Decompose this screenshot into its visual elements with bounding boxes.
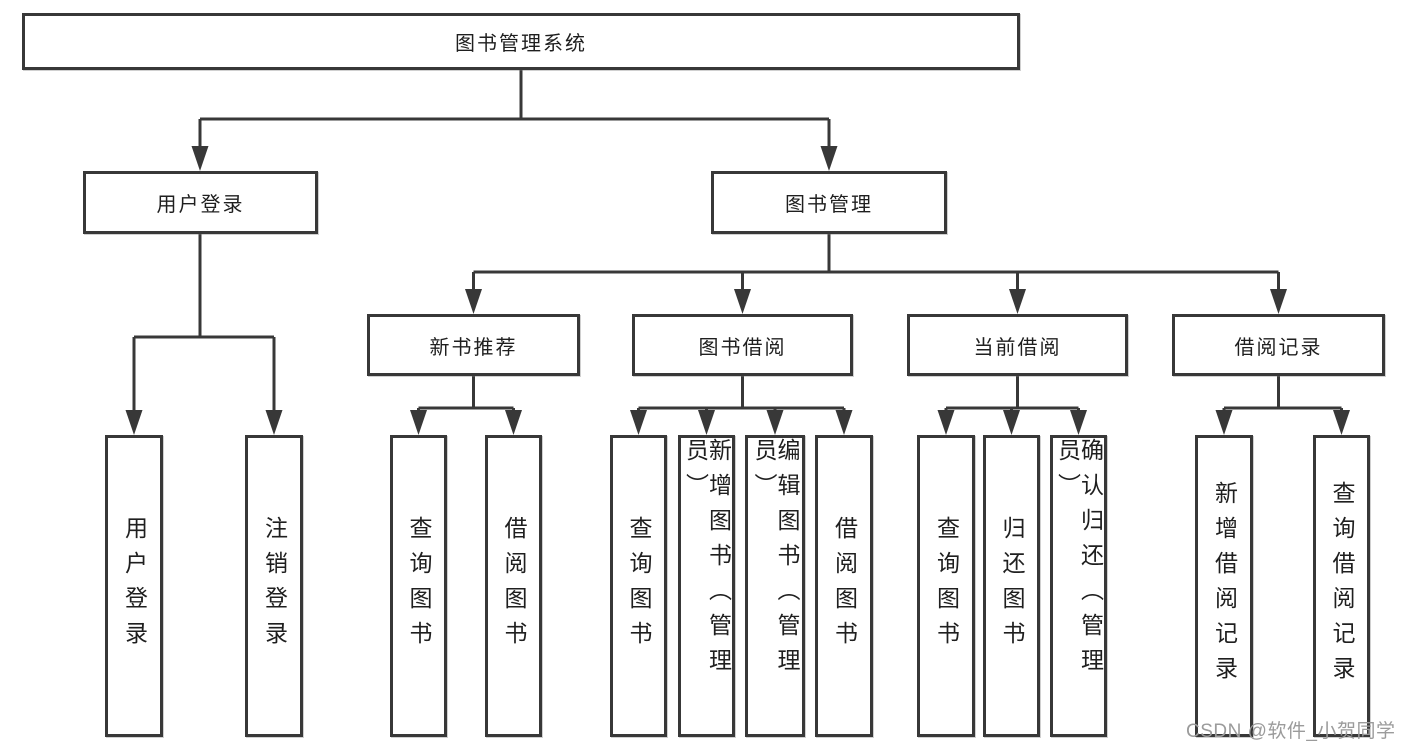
leaf-return-books: 归还图书 xyxy=(983,435,1040,737)
leaf-borrow-books: 借阅图书 xyxy=(815,435,873,737)
node-label: 编辑图书（管理员） xyxy=(751,438,800,683)
leaf-edit-books-admin: 编辑图书（管理员） xyxy=(745,435,805,737)
node-label: 新增借阅记录 xyxy=(1211,481,1238,691)
node-new-book-recommend: 新书推荐 xyxy=(367,314,580,376)
leaf-logout: 注销登录 xyxy=(245,435,303,737)
leaf-query-books-current: 查询图书 xyxy=(917,435,975,737)
leaf-borrow-books-recommend: 借阅图书 xyxy=(485,435,542,737)
watermark: CSDN @软件_小贺同学 xyxy=(1186,721,1396,742)
leaf-confirm-return-admin: 确认归还（管理员） xyxy=(1050,435,1107,737)
leaf-user-login: 用户登录 xyxy=(105,435,163,737)
node-label: 用户登录 xyxy=(121,516,148,656)
node-label: 新书推荐 xyxy=(429,336,518,359)
node-label: 借阅记录 xyxy=(1234,336,1323,359)
node-borrowing-records: 借阅记录 xyxy=(1172,314,1385,376)
node-current-borrowing: 当前借阅 xyxy=(907,314,1128,376)
node-book-management: 图书管理 xyxy=(711,171,947,234)
node-label: 用户登录 xyxy=(156,194,245,216)
leaf-query-books-recommend: 查询图书 xyxy=(390,435,447,737)
node-label: 图书管理 xyxy=(785,194,873,216)
leaf-add-borrow-record: 新增借阅记录 xyxy=(1195,435,1253,737)
node-label: 借阅图书 xyxy=(501,516,527,656)
node-label: 查询图书 xyxy=(406,516,432,656)
node-label: 归还图书 xyxy=(999,516,1025,656)
node-label: 图书管理系统 xyxy=(455,33,587,55)
node-label: 图书借阅 xyxy=(698,336,787,359)
node-label: 查询借阅记录 xyxy=(1329,481,1355,691)
node-user-login: 用户登录 xyxy=(83,171,318,234)
node-label: 确认归还（管理员） xyxy=(1054,438,1104,683)
node-label: 新增图书（管理员） xyxy=(682,438,732,683)
leaf-query-borrow-record: 查询借阅记录 xyxy=(1313,435,1370,737)
node-label: 借阅图书 xyxy=(831,516,858,656)
leaf-add-books-admin: 新增图书（管理员） xyxy=(678,435,735,737)
leaf-query-books-borrowing: 查询图书 xyxy=(610,435,667,737)
node-label: 查询图书 xyxy=(933,516,960,656)
node-label: 当前借阅 xyxy=(973,336,1062,359)
node-book-borrowing: 图书借阅 xyxy=(632,314,853,376)
node-label: 注销登录 xyxy=(261,516,288,656)
node-library-management-system: 图书管理系统 xyxy=(22,13,1020,70)
node-label: 查询图书 xyxy=(626,516,652,656)
